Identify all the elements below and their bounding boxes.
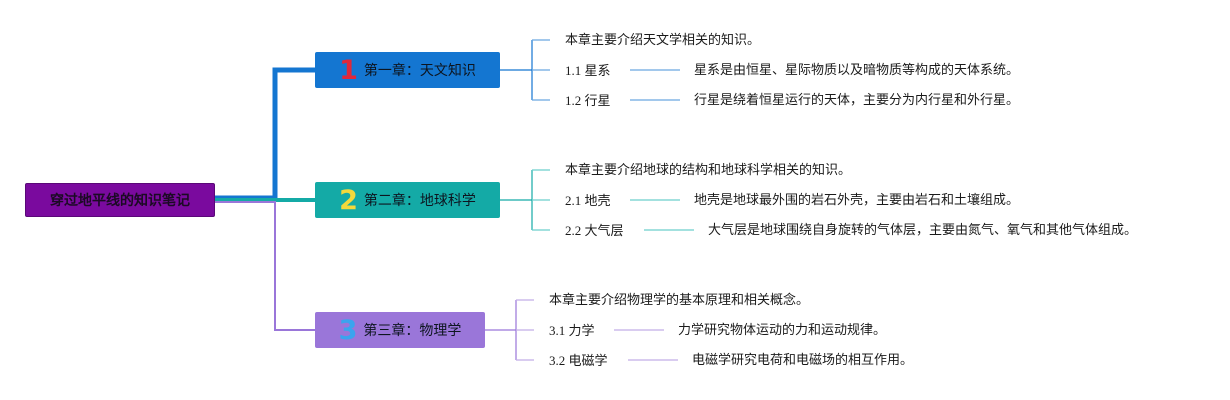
chapter-2-intro[interactable]: 本章主要介绍地球的结构和地球科学相关的知识。: [565, 163, 852, 178]
connector-chapter-2-items: [532, 169, 550, 231]
connector-chapter-3-stem: [485, 300, 517, 360]
root-label: 穿过地平线的知识笔记: [50, 193, 190, 209]
chapter-2-number: 2: [339, 184, 358, 216]
section-3-2-desc[interactable]: 电磁学研究电荷和电磁场的相互作用。: [692, 353, 914, 368]
chapter-1-number: 1: [339, 54, 358, 86]
chapter-3-node[interactable]: 3 第三章：物理学: [315, 312, 485, 348]
section-1-2-label[interactable]: 1.2 行星: [565, 93, 611, 108]
connector-chapter-1-items: [532, 39, 550, 101]
section-1-2-desc[interactable]: 行星是绕着恒星运行的天体，主要分为内行星和外行星。: [694, 93, 1020, 108]
section-3-1-desc[interactable]: 力学研究物体运动的力和运动规律。: [678, 323, 887, 338]
connector-root-chapter-3: [215, 201, 315, 331]
chapter-3-title: 第三章：物理学: [363, 323, 462, 339]
section-3-1-label[interactable]: 3.1 力学: [549, 323, 595, 338]
chapter-1-title: 第一章：天文知识: [363, 63, 476, 79]
chapter-1-intro[interactable]: 本章主要介绍天文学相关的知识。: [565, 33, 761, 48]
chapter-3-number: 3: [338, 314, 358, 346]
section-1-1-label[interactable]: 1.1 星系: [565, 63, 611, 78]
section-1-1-desc[interactable]: 星系是由恒星、星际物质以及暗物质等构成的天体系统。: [694, 63, 1020, 78]
chapter-1-node[interactable]: 1 第一章：天文知识: [315, 52, 500, 88]
connector-chapter-2-stem: [500, 170, 533, 230]
connector-chapter-3-items: [516, 299, 534, 361]
section-2-1-label[interactable]: 2.1 地壳: [565, 193, 611, 208]
chapter-2-title: 第二章：地球科学: [363, 193, 476, 209]
section-2-2-desc[interactable]: 大气层是地球围绕自身旋转的气体层，主要由氮气、氧气和其他气体组成。: [708, 223, 1138, 238]
chapter-3-intro[interactable]: 本章主要介绍物理学的基本原理和相关概念。: [549, 293, 810, 308]
section-2-1-desc[interactable]: 地壳是地球最外围的岩石外壳，主要由岩石和土壤组成。: [694, 193, 1020, 208]
section-3-2-label[interactable]: 3.2 电磁学: [549, 353, 608, 368]
connector-root-chapter-1: [215, 67, 315, 201]
chapter-2-node[interactable]: 2 第二章：地球科学: [315, 182, 500, 218]
root-node[interactable]: 穿过地平线的知识笔记: [25, 183, 215, 217]
connector-chapter-1-stem: [500, 40, 533, 100]
section-2-2-label[interactable]: 2.2 大气层: [565, 223, 624, 238]
